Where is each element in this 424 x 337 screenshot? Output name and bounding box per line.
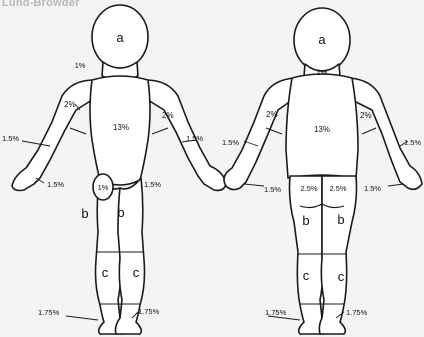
front-leg-right-label: c [133, 265, 140, 280]
front-left-arm [12, 80, 94, 191]
front-upper-arm-left-label: 2% [64, 100, 76, 109]
back-left-arm [224, 78, 294, 190]
back-head-label: a [318, 32, 326, 47]
back-upper-arm-right-label: 2% [360, 111, 372, 120]
front-left-foot-leader [66, 316, 98, 320]
back-hand-left-label: 1.5% [264, 185, 281, 194]
front-leg-left-label: c [102, 265, 109, 280]
back-right-arm [350, 78, 422, 189]
front-trunk-label: 13% [113, 123, 129, 132]
front-neck-label: 1% [75, 61, 86, 70]
back-thigh-right-label: b [337, 212, 344, 227]
back-leg-right-label: c [338, 269, 345, 284]
front-head-label: a [116, 30, 124, 45]
front-hand-right-label: 1.5% [144, 180, 161, 189]
back-neck-label: 1% [317, 68, 328, 77]
back-trunk-label: 13% [314, 125, 330, 134]
front-foot-right-label: 1.75% [138, 307, 160, 316]
front-thigh-left-label: b [81, 206, 88, 221]
back-figure: a 1% 2% 2% 13% 1.5% 1.5% 1.5% 1.5% 2.5% … [222, 8, 422, 334]
back-buttock-right-label: 2.5% [329, 184, 346, 193]
back-left-leg [290, 176, 325, 334]
front-genitals-label: 1% [98, 183, 109, 192]
back-buttock-left-label: 2.5% [300, 184, 317, 193]
front-foot-left-label: 1.75% [38, 308, 60, 317]
front-forearm-left-label: 1.5% [2, 134, 19, 143]
back-forearm-left-label: 1.5% [222, 138, 239, 147]
back-foot-right-label: 1.75% [346, 308, 368, 317]
back-upper-arm-left-label: 2% [266, 110, 278, 119]
front-upper-arm-right-label: 2% [162, 111, 174, 120]
front-hand-left-label: 1.5% [47, 180, 64, 189]
front-forearm-right-label: 1.5% [186, 134, 203, 143]
back-thigh-left-label: b [302, 213, 309, 228]
back-leg-left-label: c [303, 268, 310, 283]
back-foot-left-label: 1.75% [265, 308, 287, 317]
front-thigh-right-label: b [117, 205, 124, 220]
back-forearm-right-label: 1.5% [404, 138, 421, 147]
back-hand-right-label: 1.5% [364, 184, 381, 193]
front-figure: a 1% 2% 2% 13% 1.5% 1.5% 1.5% 1.5% 1% b … [2, 5, 226, 334]
